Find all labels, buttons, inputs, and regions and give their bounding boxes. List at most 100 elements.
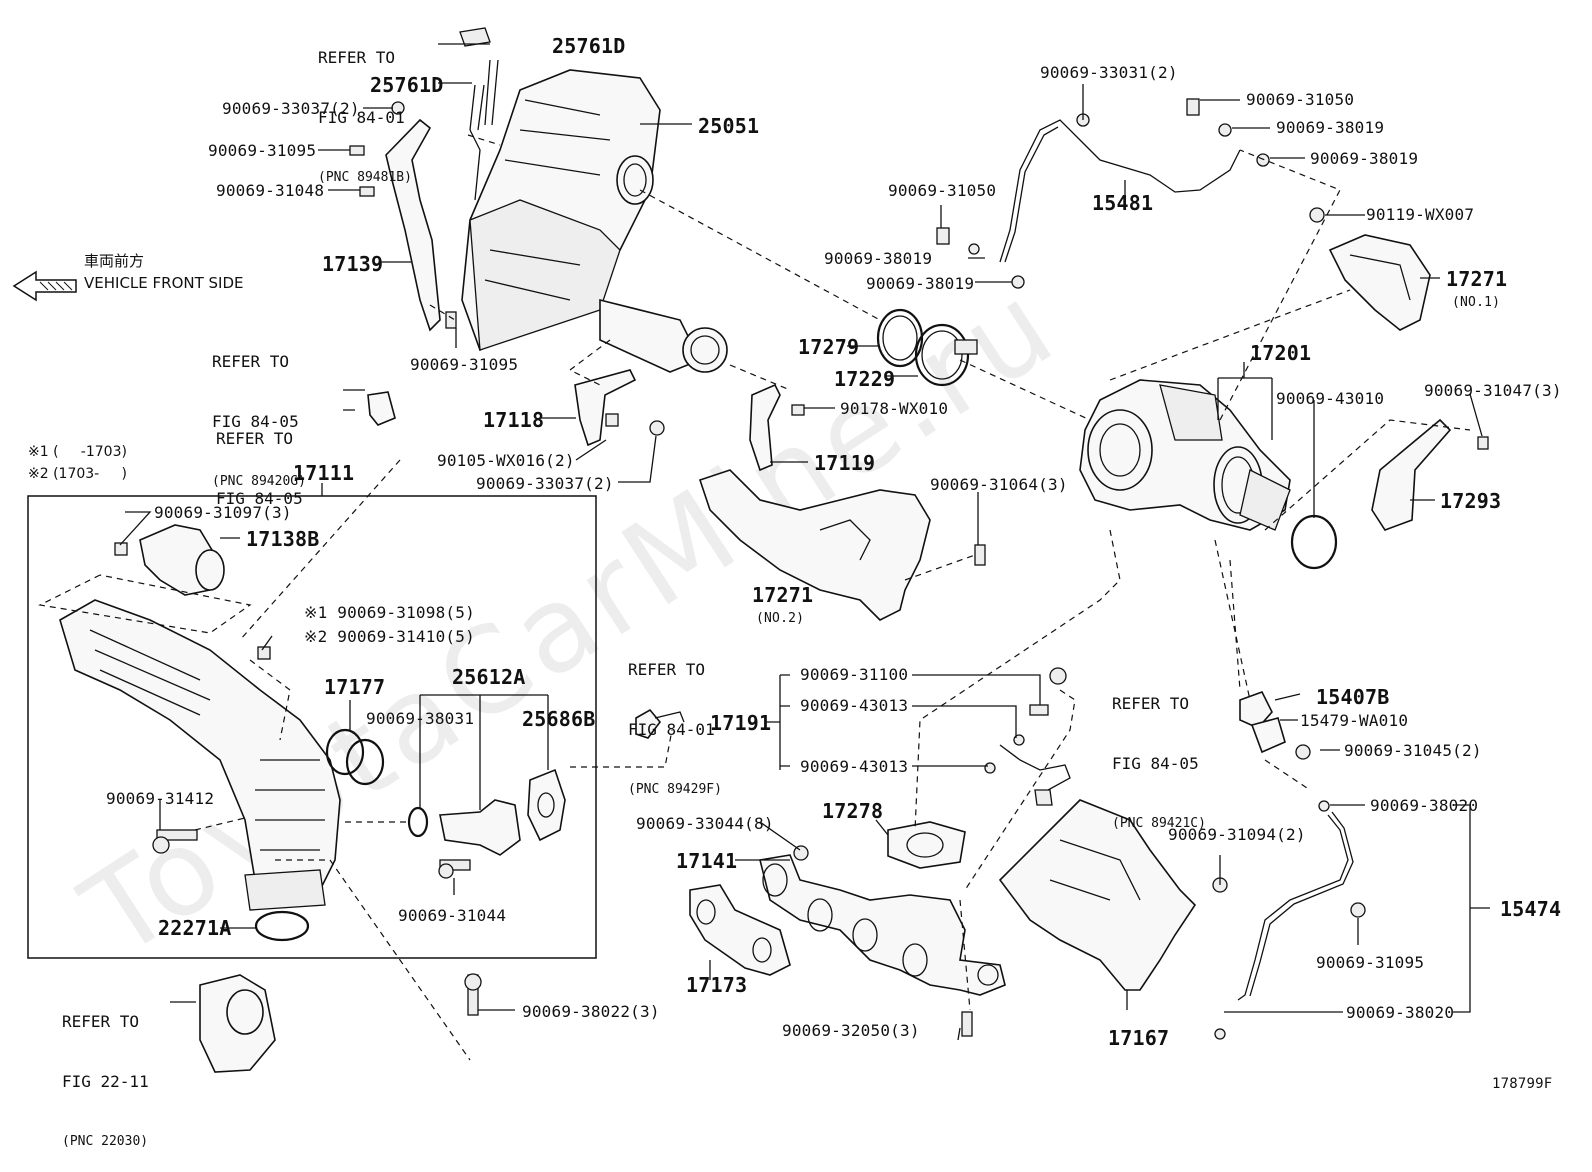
bracket-17119 xyxy=(749,383,781,472)
callout-25686B[interactable]: 25686B xyxy=(522,707,596,731)
reference-89420G[interactable]: REFER TO FIG 84-05 (PNC 89420G) xyxy=(212,312,306,512)
callout-90105-WX016[interactable]: 90105-WX016(2) xyxy=(437,451,575,470)
callout-90069-33044[interactable]: 90069-33044(8) xyxy=(636,814,774,833)
note-2: ※2 (1703- ) xyxy=(28,466,127,482)
turbocharger-17201 xyxy=(1079,379,1291,531)
callout-90069-43013-a[interactable]: 90069-43013 xyxy=(800,696,909,715)
callout-17278[interactable]: 17278 xyxy=(822,799,884,823)
group-box-17111 xyxy=(27,495,597,959)
parts-diagram: ToyotaCarMine.ru xyxy=(12,8,1562,1149)
callout-90069-31098[interactable]: ※1 90069-31098(5) xyxy=(304,603,475,622)
ref-line2: FIG 84-05 xyxy=(1112,754,1199,773)
ref-line1: REFER TO xyxy=(318,48,396,67)
callout-25051[interactable]: 25051 xyxy=(698,114,760,138)
callout-17141[interactable]: 17141 xyxy=(676,849,738,873)
callout-17271-no2[interactable]: 17271 xyxy=(752,583,814,607)
front-label-jp: 車両前方 xyxy=(84,252,145,270)
callout-17119[interactable]: 17119 xyxy=(814,451,876,475)
callout-90069-31047[interactable]: 90069-31047(3) xyxy=(1424,381,1562,400)
callout-17201[interactable]: 17201 xyxy=(1250,341,1312,365)
callout-17271-no1[interactable]: 17271 xyxy=(1446,267,1508,291)
diagram-drawing: ToyotaCarMine.ru xyxy=(12,27,1490,1073)
reference-89421C[interactable]: REFER TO FIG 84-05 (PNC 89421C) xyxy=(1112,654,1206,854)
callout-90069-31064[interactable]: 90069-31064(3) xyxy=(930,475,1068,494)
callout-15474[interactable]: 15474 xyxy=(1500,897,1562,921)
callout-17191[interactable]: 17191 xyxy=(710,711,772,735)
callout-90069-31100[interactable]: 90069-31100 xyxy=(800,665,909,684)
leader-lines xyxy=(119,43,1490,1041)
reference-fig-84-05[interactable]: REFER TO FIG 84-05 xyxy=(216,389,303,529)
callout-17173[interactable]: 17173 xyxy=(686,973,748,997)
ref-line1: REFER TO xyxy=(216,429,294,448)
catalytic-converter-25051 xyxy=(461,69,728,373)
callout-90069-38019-a[interactable]: 90069-38019 xyxy=(1276,118,1385,137)
reference-22030[interactable]: REFER TO FIG 22-11 (PNC 22030) xyxy=(62,972,149,1172)
callout-17139[interactable]: 17139 xyxy=(322,252,384,276)
ref-line1: REFER TO xyxy=(62,1012,140,1031)
callout-90069-31048[interactable]: 90069-31048 xyxy=(216,181,325,200)
heat-insulator-17271-no2 xyxy=(698,469,931,621)
pipe-15474 xyxy=(1237,814,1349,1001)
callout-15479-WA010[interactable]: 15479-WA010 xyxy=(1300,711,1409,730)
callout-22271A[interactable]: 22271A xyxy=(158,916,232,940)
callout-90069-38020-b[interactable]: 90069-38020 xyxy=(1346,1003,1455,1022)
callout-25761D-b[interactable]: 25761D xyxy=(370,73,444,97)
alignment-lines xyxy=(38,134,1471,1061)
callout-90069-31094[interactable]: 90069-31094(2) xyxy=(1168,825,1306,844)
callout-25761D-a[interactable]: 25761D xyxy=(552,34,626,58)
callout-90069-33031[interactable]: 90069-33031(2) xyxy=(1040,63,1178,82)
callout-90069-31050-a[interactable]: 90069-31050 xyxy=(1246,90,1355,109)
callout-90069-31097[interactable]: 90069-31097(3) xyxy=(154,503,292,522)
callout-15481[interactable]: 15481 xyxy=(1092,191,1154,215)
ref-pnc: (PNC 89421C) xyxy=(1112,816,1206,831)
o-ring-90069-38031 xyxy=(407,806,429,838)
callout-90069-38019-b[interactable]: 90069-38019 xyxy=(1310,149,1419,168)
gasket-17177 xyxy=(325,728,365,776)
intake-assembly-17111 xyxy=(59,599,341,911)
callout-no2-suffix: (NO.2) xyxy=(756,611,805,626)
callout-90069-32050[interactable]: 90069-32050(3) xyxy=(782,1021,920,1040)
callout-25612A[interactable]: 25612A xyxy=(452,665,526,689)
callout-90178-WX010[interactable]: 90178-WX010 xyxy=(840,399,949,418)
callout-90069-38020-a[interactable]: 90069-38020 xyxy=(1370,796,1479,815)
ref-line2: FIG 84-01 xyxy=(318,108,405,127)
callout-90069-31050-b[interactable]: 90069-31050 xyxy=(888,181,997,200)
callout-17229[interactable]: 17229 xyxy=(834,367,896,391)
callout-no1-suffix: (NO.1) xyxy=(1452,295,1501,310)
callout-17138B[interactable]: 17138B xyxy=(246,527,320,551)
callout-90069-31044[interactable]: 90069-31044 xyxy=(398,906,507,925)
gasket-15407B xyxy=(1239,691,1273,729)
callout-17118[interactable]: 17118 xyxy=(483,408,545,432)
callout-90069-31045[interactable]: 90069-31045(2) xyxy=(1344,741,1482,760)
callout-90119-WX007[interactable]: 90119-WX007 xyxy=(1366,205,1475,224)
callout-90069-38031[interactable]: 90069-38031 xyxy=(366,709,475,728)
callout-90069-38019-c[interactable]: 90069-38019 xyxy=(824,249,933,268)
callout-90069-31412[interactable]: 90069-31412 xyxy=(106,789,215,808)
callout-15407B[interactable]: 15407B xyxy=(1316,685,1390,709)
callout-90069-43010[interactable]: 90069-43010 xyxy=(1276,389,1385,408)
ref-line2: FIG 84-05 xyxy=(212,412,299,431)
fasteners xyxy=(114,98,1489,1040)
callout-90069-33037-a[interactable]: 90069-33037(2) xyxy=(222,99,360,118)
callout-17279[interactable]: 17279 xyxy=(798,335,860,359)
reference-89429F[interactable]: REFER TO FIG 84-01 (PNC 89429F) xyxy=(628,620,722,820)
sensor-89420G xyxy=(367,391,396,426)
callout-90069-38019-d[interactable]: 90069-38019 xyxy=(866,274,975,293)
gasket-22271A xyxy=(254,910,310,942)
diagram-id: 178799F xyxy=(1492,1076,1553,1092)
callout-90069-31095-b[interactable]: 90069-31095 xyxy=(410,355,519,374)
callout-90069-31095-a[interactable]: 90069-31095 xyxy=(208,141,317,160)
reference-89481B[interactable]: REFER TO FIG 84-01 (PNC 89481B) xyxy=(318,8,412,208)
callout-90069-43013-b[interactable]: 90069-43013 xyxy=(800,757,909,776)
callout-90069-38022[interactable]: 90069-38022(3) xyxy=(522,1002,660,1021)
callout-17293[interactable]: 17293 xyxy=(1440,489,1502,513)
arrow-hatch xyxy=(39,281,73,291)
callout-90069-31095-c[interactable]: 90069-31095 xyxy=(1316,953,1425,972)
callout-17177[interactable]: 17177 xyxy=(324,675,386,699)
callout-17167[interactable]: 17167 xyxy=(1108,1026,1170,1050)
exhaust-manifold-17141 xyxy=(759,854,1006,996)
callout-90069-31410[interactable]: ※2 90069-31410(5) xyxy=(304,627,475,646)
callout-90069-33037-b[interactable]: 90069-33037(2) xyxy=(476,474,614,493)
ref-line1: REFER TO xyxy=(1112,694,1190,713)
ref-line1: REFER TO xyxy=(212,352,290,371)
